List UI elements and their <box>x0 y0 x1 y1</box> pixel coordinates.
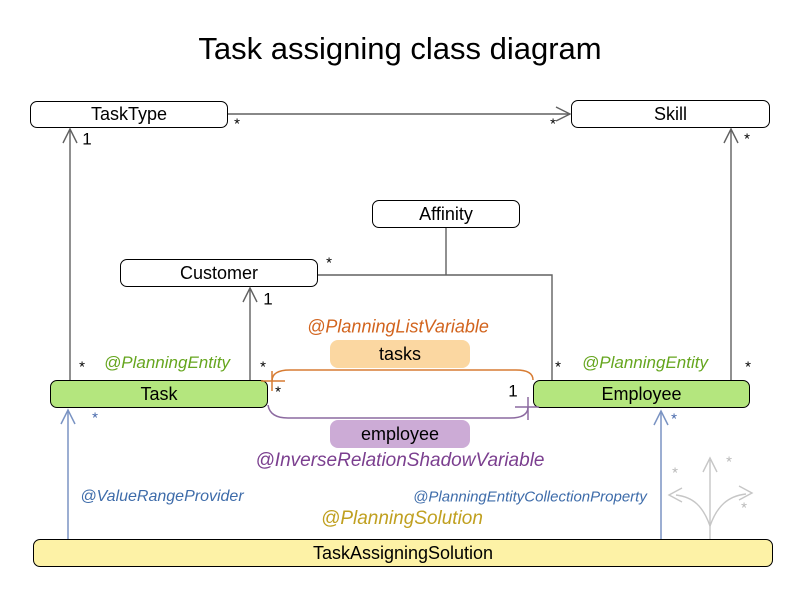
diagram-title: Task assigning class diagram <box>198 31 602 66</box>
multiplicity-star: * <box>744 130 750 148</box>
multiplicity-star: * <box>234 115 240 133</box>
class-box-skill: Skill <box>571 100 770 128</box>
multiplicity-star: * <box>260 358 266 376</box>
multiplicity-star: * <box>745 358 751 376</box>
multiplicity-star: * <box>275 383 281 401</box>
arrowhead-at-task-bottom-icon <box>60 408 76 425</box>
multiplicity-one: 1 <box>508 381 518 401</box>
class-box-employee: Employee <box>533 380 750 408</box>
multiplicity-star-gray: * <box>726 453 732 471</box>
multiplicity-star-blue: * <box>92 409 98 427</box>
class-label-affinity: Affinity <box>419 203 473 224</box>
class-box-taskassigningsolution: TaskAssigningSolution <box>33 539 773 567</box>
field-box-employee: employee <box>330 420 470 448</box>
multiplicity-star: * <box>79 358 85 376</box>
class-box-affinity: Affinity <box>372 200 520 228</box>
annotation-planning-list-variable: @PlanningListVariable <box>307 316 489 337</box>
annotation-inverse-relation-shadow-variable: @InverseRelationShadowVariable <box>255 450 545 471</box>
tasks-list-connector <box>261 369 534 391</box>
class-box-customer: Customer <box>120 259 318 287</box>
employee-shadow-connector <box>267 397 539 420</box>
class-label-tasktype: TaskType <box>90 104 168 124</box>
annotation-planning-entity-task: @PlanningEntity <box>104 353 230 372</box>
class-box-task: Task <box>50 380 268 408</box>
annotation-planning-solution: @PlanningSolution <box>321 508 483 529</box>
decoration-left-curve <box>675 494 711 527</box>
class-label-task: Task <box>140 383 178 404</box>
field-label-employee: employee <box>360 423 440 444</box>
multiplicity-star: * <box>326 254 332 272</box>
decoration-left-arrowhead-icon <box>667 487 683 503</box>
field-label-tasks: tasks <box>378 343 421 364</box>
annotation-value-range-provider: @ValueRangeProvider <box>80 488 244 505</box>
annotation-planning-entity-employee: @PlanningEntity <box>582 353 708 372</box>
curve-employee-tasks-to-task <box>271 369 534 382</box>
class-label-skill: Skill <box>653 103 687 124</box>
decoration-arrows <box>667 456 754 539</box>
field-box-tasks: tasks <box>330 340 470 368</box>
class-box-tasktype: TaskType <box>30 101 228 128</box>
multiplicity-one: 1 <box>82 129 92 149</box>
decoration-right-arrowhead-icon <box>738 485 754 501</box>
arrowhead-at-skill-left-icon <box>555 106 572 122</box>
arrowhead-at-tasktype-bottom-icon <box>62 127 78 144</box>
multiplicity-star-gray: * <box>672 464 678 482</box>
multiplicity-star: * <box>555 358 561 376</box>
annotation-planning-entity-collection-property: @PlanningEntityCollectionProperty <box>413 488 647 506</box>
class-label-employee: Employee <box>601 383 682 404</box>
arrowhead-at-employee-bottom-icon <box>653 409 669 426</box>
multiplicity-one: 1 <box>263 289 273 309</box>
decoration-up-arrowhead-icon <box>702 456 718 473</box>
class-label-taskassigningsolution: TaskAssigningSolution <box>312 542 494 563</box>
multiplicity-star-blue: * <box>671 410 677 428</box>
class-label-customer: Customer <box>179 262 259 283</box>
multiplicity-star: * <box>550 115 556 133</box>
curve-task-employee-to-employee <box>267 404 529 419</box>
arrowhead-at-skill-bottom-icon <box>723 127 739 144</box>
multiplicity-star-gray: * <box>741 499 747 517</box>
arrowhead-at-customer-bottom-icon <box>242 286 258 303</box>
